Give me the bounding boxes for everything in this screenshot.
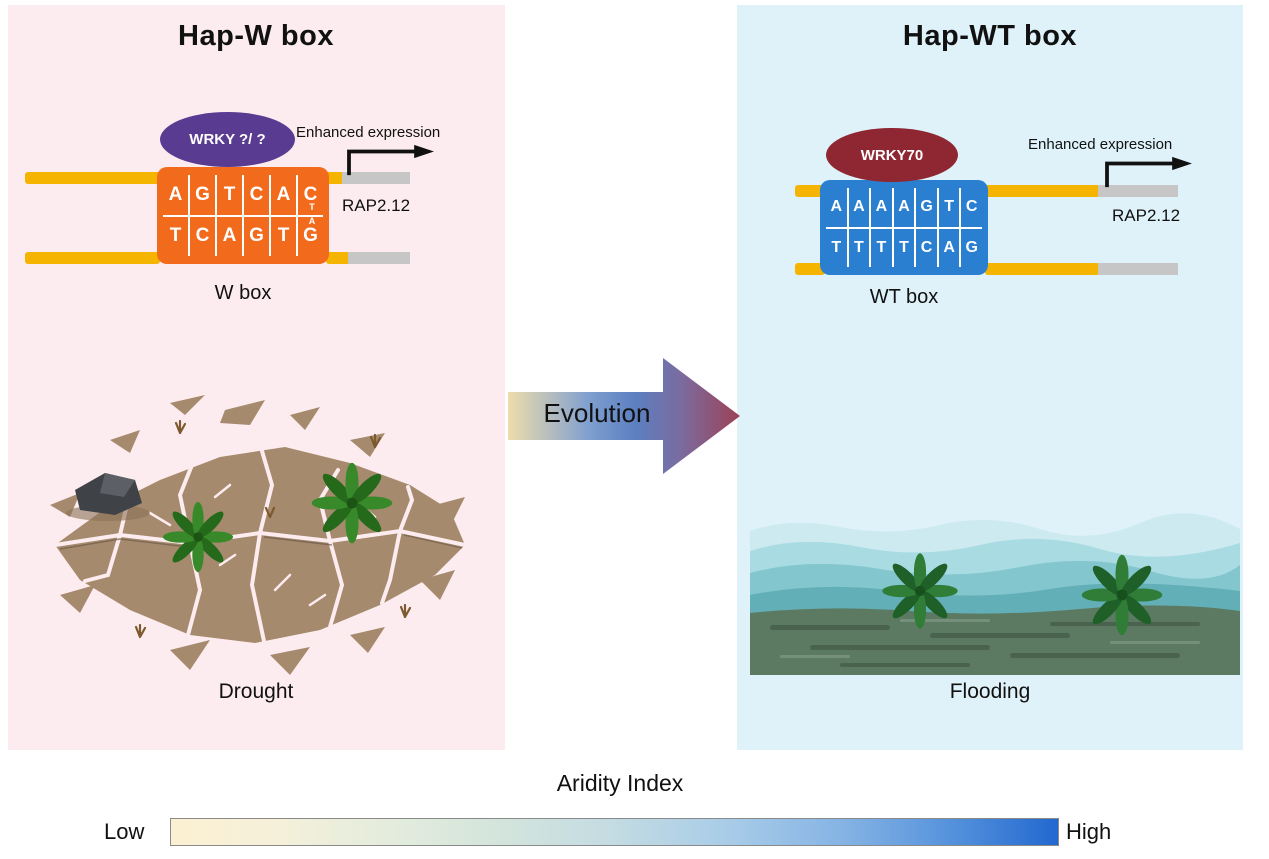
submerged-ground <box>750 605 1240 675</box>
base-cell: G <box>190 175 215 215</box>
gene-name-left: RAP2.12 <box>342 196 411 215</box>
plant-icon <box>311 462 393 544</box>
gene-bar-top-left-panel <box>342 172 410 184</box>
transcription-start-arrow-icon <box>1105 156 1192 188</box>
base-cell: A <box>217 216 242 256</box>
gene-bar-top-right-panel <box>1098 185 1178 197</box>
base-cell: T <box>271 216 296 256</box>
base-cell: T <box>163 216 188 256</box>
rock-icon <box>66 473 150 521</box>
base-cell: G <box>244 216 269 256</box>
base-cell: A <box>826 188 847 227</box>
right-panel-title: Hap-WT box <box>902 20 1078 52</box>
base-cell: C <box>244 175 269 215</box>
wt-box-motif: A A A A G T C T T T T C A G <box>820 180 988 275</box>
base-cell: C <box>961 188 982 227</box>
promoter-strand-bottom-left <box>25 252 160 264</box>
base-cell: A <box>848 188 870 227</box>
gene-bar-bottom-right-panel <box>1098 263 1178 275</box>
plant-icon <box>1081 554 1163 636</box>
promoter-strand-top-left-stub-right-panel <box>795 185 825 197</box>
enhanced-expression-label-left: Enhanced expression <box>296 124 441 141</box>
base-cell: T <box>893 228 915 267</box>
aridity-high-label: High <box>1066 819 1112 844</box>
promoter-strand-bottom-left-stub-right-panel <box>795 263 825 275</box>
wt-box-caption: WT box <box>869 286 939 308</box>
base-cell: T <box>848 228 870 267</box>
snp-alt-bottom-letter: A <box>308 216 316 226</box>
promoter-strand-top-right-panel <box>985 185 1100 197</box>
evolution-arrow-icon <box>508 358 740 474</box>
dry-grass-tufts <box>134 419 412 639</box>
base-cell: C <box>298 175 323 215</box>
enhanced-expression-label-right: Enhanced expression <box>1028 136 1173 153</box>
snp-alt-top-letter: T <box>309 202 315 212</box>
wt-box-sequence-grid: A A A A G T C T T T T C A G <box>826 188 982 267</box>
base-cell: G <box>298 216 323 256</box>
wt-box-bottom-strand-row: T T T T C A G <box>826 228 982 267</box>
transcription-start-arrow-icon <box>347 144 434 176</box>
w-box-top-strand-row: A G T C A C <box>163 175 323 215</box>
wrky70-ellipse: WRKY70 <box>826 128 958 182</box>
wt-box-top-strand-row: A A A A G T C <box>826 188 982 227</box>
promoter-strand-bottom-right-stub <box>326 252 350 264</box>
gene-bar-bottom-left-panel <box>348 252 410 264</box>
base-cell: G <box>961 228 982 267</box>
left-panel-title: Hap-W box <box>178 20 334 52</box>
base-cell: T <box>938 188 960 227</box>
promoter-strand-top-left <box>25 172 160 184</box>
base-cell: T <box>826 228 847 267</box>
base-cell: A <box>938 228 960 267</box>
plant-icon <box>882 553 958 629</box>
w-box-sequence-grid: A G T C A C T C A G T G <box>163 175 323 256</box>
base-cell: C <box>916 228 937 267</box>
promoter-strand-bottom-right-panel <box>985 263 1100 275</box>
flooding-illustration <box>750 513 1240 675</box>
promoter-strand-top-right-stub <box>326 172 344 184</box>
base-cell: A <box>163 175 188 215</box>
base-cell: C <box>190 216 215 256</box>
aridity-index-title: Aridity Index <box>556 770 684 796</box>
base-cell: A <box>271 175 296 215</box>
plant-icon <box>162 501 234 573</box>
base-cell: G <box>916 188 937 227</box>
crack-shadows <box>59 534 463 550</box>
wrky-unknown-ellipse: WRKY ?/ ? <box>160 112 295 167</box>
right-environment-label: Flooding <box>949 680 1031 703</box>
w-box-caption: W box <box>214 282 272 304</box>
w-box-bottom-strand-row: T C A G T G <box>163 216 323 256</box>
base-cell: T <box>871 228 892 267</box>
base-cell: A <box>871 188 892 227</box>
gene-name-right: RAP2.12 <box>1112 206 1181 225</box>
aridity-low-label: Low <box>104 819 145 844</box>
aridity-gradient-bar <box>170 818 1059 846</box>
w-box-motif: A G T C A C T C A G T G T A <box>157 167 329 264</box>
wrky70-label: WRKY70 <box>860 146 924 164</box>
left-environment-label: Drought <box>218 680 294 703</box>
base-cell: T <box>217 175 242 215</box>
wrky-unknown-label: WRKY ?/ ? <box>189 131 266 148</box>
base-cell: A <box>893 188 915 227</box>
evolution-label: Evolution <box>543 398 651 428</box>
drought-illustration <box>50 395 467 675</box>
